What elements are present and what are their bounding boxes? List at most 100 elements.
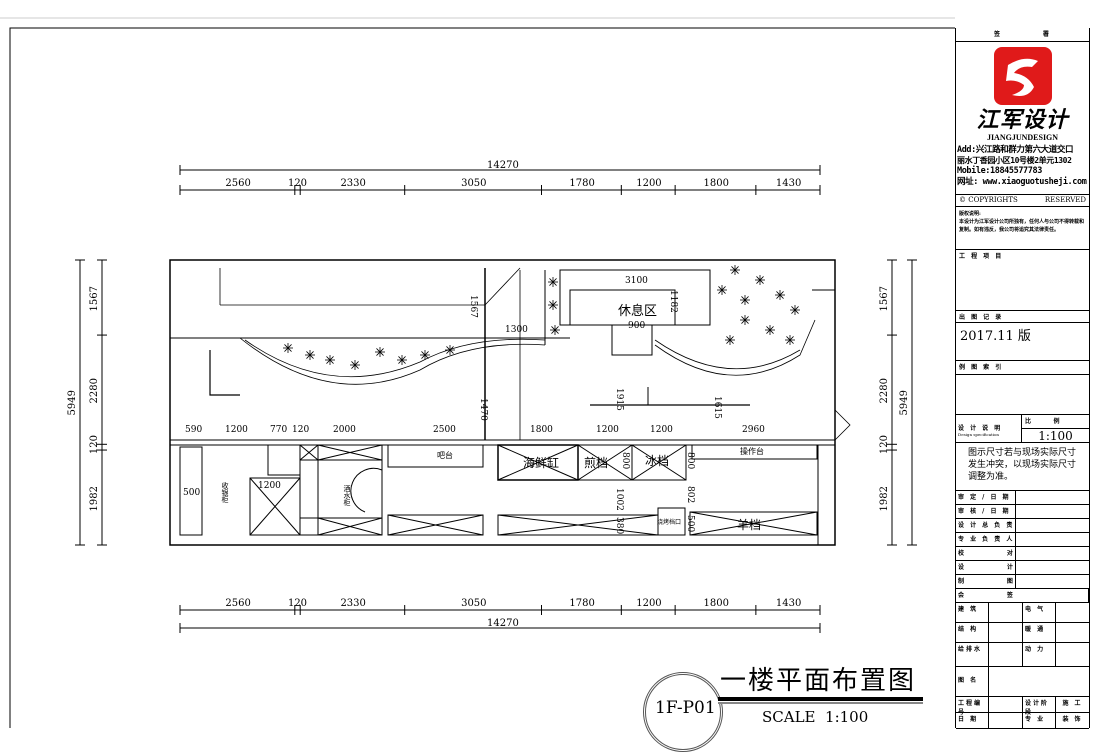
discipline-label: 结 构 bbox=[956, 623, 989, 642]
total-width-bottom: 14270 bbox=[487, 618, 519, 629]
dim-500: 500 bbox=[183, 488, 201, 498]
planter-shrubs bbox=[283, 265, 800, 370]
dim-1182: 1182 bbox=[668, 290, 678, 313]
title-underline bbox=[718, 697, 923, 702]
room-cabinet-mid: 酒水柜 bbox=[343, 485, 351, 506]
discipline-label: 暖 通 bbox=[1023, 623, 1056, 642]
approval-label: 设 计 总 负 责 bbox=[956, 519, 1016, 532]
shrub-icon bbox=[306, 351, 314, 359]
shrub-icon bbox=[398, 356, 406, 364]
dim-1615: 1615 bbox=[712, 396, 722, 419]
shrub-icon bbox=[776, 291, 784, 299]
title-block: 签 署 江军设计 JIANGJUNDESIGN Add:兴江路和群力第六大道交口… bbox=[955, 28, 1090, 729]
copyright: © COPYRIGHTS bbox=[959, 196, 1018, 204]
approval-label: 专 业 负 责 人 bbox=[956, 533, 1016, 546]
dim-3100: 3100 bbox=[625, 276, 648, 286]
shrub-icon bbox=[786, 336, 794, 344]
dim-590: 590 bbox=[185, 425, 203, 435]
design-note: 图示尺寸若与现场实际尺寸发生冲突，以现场实际尺寸调整为准。 bbox=[956, 443, 1089, 491]
dimension-label: 2330 bbox=[340, 178, 366, 189]
reserved: RESERVED bbox=[1044, 196, 1086, 204]
dimension-label: 1800 bbox=[703, 178, 729, 189]
sheet-border bbox=[9, 27, 955, 728]
dim-1002: 1002 bbox=[614, 488, 624, 511]
revision: 2017.11 版 bbox=[956, 323, 1089, 361]
shrub-icon bbox=[551, 326, 559, 334]
dimension-label: 1430 bbox=[775, 178, 802, 189]
discipline-label: 动 力 bbox=[1023, 643, 1056, 666]
dimension-label: 2560 bbox=[225, 178, 251, 189]
dimension-label: 1200 bbox=[636, 178, 662, 189]
shrub-icon bbox=[421, 351, 429, 359]
dimension-lines bbox=[75, 165, 917, 633]
room-rest-area: 休息区 bbox=[618, 304, 658, 319]
approval-label: 审 核 / 日 期 bbox=[956, 505, 1016, 518]
dimension-total: 5949 bbox=[899, 390, 910, 416]
dim-2000: 2000 bbox=[333, 425, 356, 435]
dim-1200s: 1200 bbox=[258, 481, 281, 491]
dim-1200: 1200 bbox=[225, 425, 248, 435]
shrub-icon bbox=[549, 278, 557, 286]
brand-name: 江军设计 bbox=[976, 107, 1069, 133]
project-label: 工 程 项 目 bbox=[956, 250, 1089, 311]
address-line-2: 丽水丁香园小区10号楼2单元1302 bbox=[957, 155, 1072, 165]
design-note-label-en: Design specification bbox=[958, 432, 999, 437]
approval-label: 制 图 bbox=[956, 575, 1016, 588]
phase-label: 设计阶段 bbox=[1023, 697, 1056, 717]
building-outline bbox=[169, 259, 851, 546]
dim-1200c: 1200 bbox=[650, 425, 673, 435]
dimension-label: 120 bbox=[89, 435, 100, 455]
discipline-label: 给排水 bbox=[956, 643, 989, 666]
shrub-icon bbox=[726, 336, 734, 344]
dimension-label: 2330 bbox=[340, 598, 366, 609]
sign-header: 签 署 bbox=[956, 28, 1089, 42]
date-label: 日 期 bbox=[956, 713, 989, 728]
dim-800b: 800 bbox=[685, 452, 695, 470]
room-worktop: 操作台 bbox=[740, 447, 764, 456]
dimension-label: 120 bbox=[287, 178, 308, 189]
scale-label: 比 例 bbox=[1022, 415, 1089, 429]
notice-body: 本设计为江军设计公司所独有，任何人与公司不得转载和复制。如有违反，我公司将追究其… bbox=[959, 219, 1085, 233]
dim-802: 802 bbox=[685, 486, 695, 504]
index-label: 例 图 索 引 bbox=[956, 361, 1089, 375]
dim-2960: 2960 bbox=[742, 425, 765, 435]
dim-1300: 1300 bbox=[505, 325, 528, 335]
shrub-icon bbox=[756, 276, 764, 284]
mobile: Mobile:18845577783 bbox=[957, 166, 1042, 176]
shrub-icon bbox=[731, 266, 739, 274]
shrub-icon bbox=[284, 344, 292, 352]
dimension-label: 1567 bbox=[879, 285, 890, 311]
shrub-icon bbox=[549, 301, 557, 309]
room-cabinet-left: 收银柜 bbox=[221, 482, 229, 503]
dimension-label: 2280 bbox=[89, 377, 100, 404]
dimension-label: 2280 bbox=[879, 377, 890, 404]
dim-1200b: 1200 bbox=[596, 425, 619, 435]
approval-label: 设 计 bbox=[956, 561, 1016, 574]
room-ice-station: 冰档 bbox=[645, 454, 670, 468]
specialty-label: 专 业 bbox=[1023, 713, 1056, 728]
staircase bbox=[219, 267, 521, 440]
floor-plan bbox=[0, 17, 955, 728]
dimension-label: 1780 bbox=[569, 178, 595, 189]
shrub-icon bbox=[741, 316, 749, 324]
dim-500b: 500 bbox=[685, 515, 695, 533]
discipline-label: 电 气 bbox=[1023, 603, 1056, 622]
shrub-icon bbox=[351, 361, 359, 369]
shrub-icon bbox=[766, 326, 774, 334]
dim-1800: 1800 bbox=[530, 425, 553, 435]
approval-label: 会 签 bbox=[956, 589, 1089, 602]
dimension-label: 1982 bbox=[879, 485, 890, 511]
discipline-label: 建 筑 bbox=[956, 603, 989, 622]
notice-title: 版权说明: bbox=[959, 211, 981, 217]
shrub-icon bbox=[376, 348, 384, 356]
address-line-1: Add:兴江路和群力第六大道交口 bbox=[957, 145, 1074, 155]
dimension-label: 1780 bbox=[569, 598, 595, 609]
dimension-label: 120 bbox=[287, 598, 308, 609]
revision-label: 出 图 记 录 bbox=[956, 311, 1089, 323]
dimension-total: 5949 bbox=[67, 390, 78, 416]
room-fry-station: 煎档 bbox=[584, 456, 609, 470]
dim-1915: 1915 bbox=[614, 388, 624, 411]
approval-label: 审 定 / 日 期 bbox=[956, 491, 1016, 504]
room-seafood-tank: 海鲜缸 bbox=[523, 456, 560, 470]
website: 网址: www.xiaoguotusheji.com bbox=[957, 176, 1087, 187]
